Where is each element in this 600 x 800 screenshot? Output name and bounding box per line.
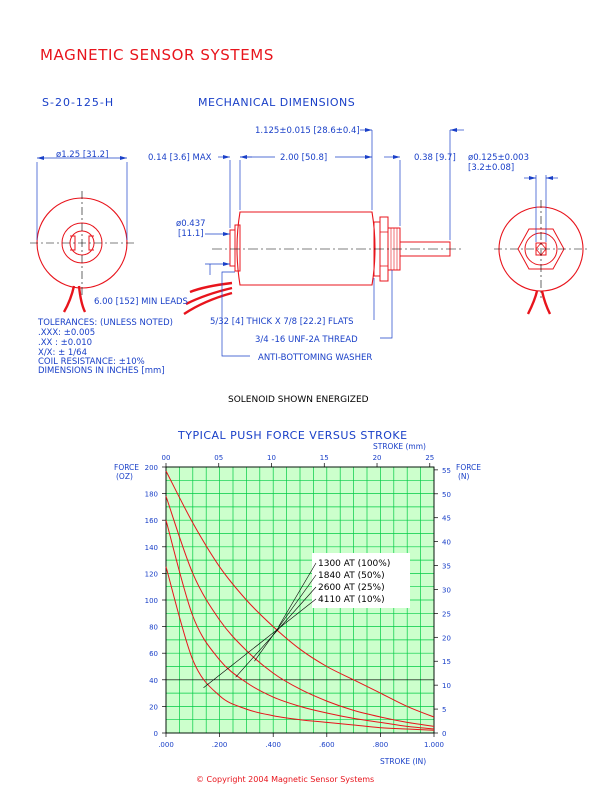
y-axis-left-label: FORCE(OZ) (114, 463, 139, 481)
y-tick-label-right: 15 (442, 658, 451, 666)
legend-leader (235, 586, 317, 678)
y-tick-label-left: 0 (154, 730, 158, 738)
y-tick-label-right: 0 (442, 730, 446, 738)
y-tick-label-right: 50 (442, 491, 451, 499)
y-tick-label-left: 80 (149, 624, 158, 632)
company-title: MAGNETIC SENSOR SYSTEMS (40, 46, 274, 64)
tolerance-line: X/X: ± 1/64 (38, 348, 87, 358)
overall-length-label: 1.125±0.015 [28.6±0.4] (255, 126, 360, 136)
y-axis-right-label-line2: (N) (458, 472, 470, 481)
x-tick-label-top: 15 (320, 454, 329, 462)
legend-entry: 1300 AT (100%) (318, 559, 390, 569)
x-tick-label-top: 10 (267, 454, 276, 462)
chart-title: TYPICAL PUSH FORCE VERSUS STROKE (177, 429, 408, 442)
x-tick-label-bottom: .000 (158, 741, 174, 749)
tolerance-line: .XX : ±0.010 (38, 338, 92, 348)
plunger-extension-label: 0.38 [9.7] (414, 153, 456, 163)
legend-leader (254, 574, 317, 662)
boss-diameter-mm-label: [11.1] (178, 229, 204, 239)
flats-label: 5/32 [4] THICK X 7/8 [22.2] FLATS (210, 317, 354, 327)
part-number: S-20-125-H (42, 96, 114, 109)
legend-entry: 2600 AT (25%) (318, 583, 385, 593)
y-tick-label-right: 35 (442, 563, 451, 571)
legend-leader (203, 598, 317, 689)
max-offset-label: 0.14 [3.6] MAX (148, 153, 212, 163)
x-tick-label-bottom: .800 (373, 741, 389, 749)
x-tick-label-bottom: 1.000 (424, 741, 444, 749)
y-axis-right-label-line1: FORCE (456, 463, 481, 472)
y-tick-label-left: 200 (145, 464, 158, 472)
x-tick-label-bottom: .200 (212, 741, 228, 749)
x-tick-label-top: 00 (162, 454, 171, 462)
legend-entry: 4110 AT (10%) (318, 595, 385, 605)
curve-line (165, 470, 435, 718)
x-tick-label-bottom: .600 (319, 741, 335, 749)
y-tick-label-left: 180 (145, 491, 158, 499)
tolerance-line: COIL RESISTANCE: ±10% (38, 357, 145, 367)
tolerance-line: .XXX: ±0.005 (38, 328, 95, 338)
x-tick-label-bottom: .400 (265, 741, 281, 749)
plunger-diameter-mm-label: [3.2±0.08] (468, 163, 514, 173)
y-tick-label-right: 25 (442, 610, 451, 618)
y-axis-left-label-line1: FORCE (114, 463, 139, 472)
body-length-label: 2.00 [50.8] (280, 153, 327, 163)
chart-ticks: 0204060801001201401601802000510152025303… (145, 454, 451, 749)
washer-label: ANTI-BOTTOMING WASHER (258, 353, 372, 363)
y-tick-label-right: 55 (442, 467, 451, 475)
tolerance-line: DIMENSIONS IN INCHES [mm] (38, 366, 165, 376)
curve-line (165, 520, 435, 730)
end-view-left (30, 156, 134, 313)
legend-entry: 1840 AT (50%) (318, 571, 385, 581)
y-tick-label-left: 120 (145, 570, 158, 578)
y-tick-label-right: 5 (442, 706, 446, 714)
x-tick-label-top: 20 (373, 454, 382, 462)
y-tick-label-right: 45 (442, 515, 451, 523)
copyright-text: © Copyright 2004 Magnetic Sensor Systems (196, 775, 374, 784)
curve-line (165, 496, 435, 727)
y-tick-label-left: 100 (145, 597, 158, 605)
y-tick-label-left: 60 (149, 650, 158, 658)
x-axis-top-label: STROKE (mm) (373, 442, 426, 451)
legend-box (312, 553, 410, 608)
leads-label: 6.00 [152] MIN LEADS (94, 297, 188, 307)
tolerance-block: TOLERANCES: (UNLESS NOTED) .XXX: ±0.005 … (37, 318, 173, 376)
y-tick-label-right: 10 (442, 682, 451, 690)
y-tick-label-right: 20 (442, 634, 451, 642)
y-tick-label-left: 140 (145, 544, 158, 552)
legend-leader (278, 562, 317, 627)
force-stroke-chart: 0204060801001201401601802000510152025303… (145, 454, 451, 749)
chart-legend: 1300 AT (100%) 1840 AT (50%) 2600 AT (25%)… (203, 553, 410, 689)
boss-diameter-in-label: ø0.437 (176, 219, 206, 229)
plunger-diameter-in-label: ø0.125±0.003 (468, 153, 529, 163)
x-tick-label-top: 05 (214, 454, 223, 462)
chart-curves (165, 470, 435, 731)
y-tick-label-left: 160 (145, 517, 158, 525)
thread-label: 3/4 -16 UNF-2A THREAD (255, 335, 358, 345)
energized-caption: SOLENOID SHOWN ENERGIZED (228, 395, 369, 405)
curve-line (165, 566, 435, 731)
x-axis-bottom-label: STROKE (IN) (380, 757, 426, 766)
y-tick-label-left: 20 (149, 703, 158, 711)
x-tick-label-top: 25 (425, 454, 434, 462)
section-title: MECHANICAL DIMENSIONS (198, 96, 355, 109)
diameter-label: ø1.25 [31.2] (56, 150, 108, 160)
end-view-right (494, 175, 588, 315)
y-axis-right-label: FORCE(N) (456, 463, 481, 481)
y-tick-label-left: 40 (149, 677, 158, 685)
tolerance-heading: TOLERANCES: (UNLESS NOTED) (37, 318, 173, 328)
y-tick-label-right: 30 (442, 586, 451, 594)
side-view (183, 128, 464, 357)
y-axis-left-label-line2: (OZ) (116, 472, 133, 481)
y-tick-label-right: 40 (442, 539, 451, 547)
